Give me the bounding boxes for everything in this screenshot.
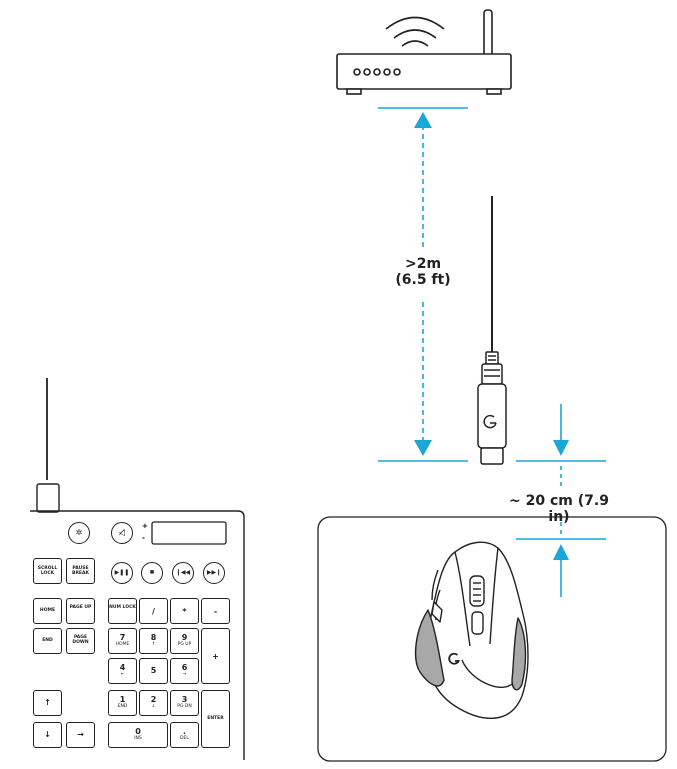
numpad-6-key: 6→ <box>170 658 199 684</box>
mute-icon: ◁̸ <box>111 522 133 544</box>
numpad-dot-label: . <box>182 727 187 736</box>
numpad-asterisk-label: * <box>182 607 187 616</box>
numpad-7-sub: HOME <box>115 642 130 647</box>
numpad-3-label: 3 <box>181 695 188 704</box>
num-lock-label: NUM LOCK <box>109 605 136 610</box>
next-track-key: ▶▶❙ <box>203 562 225 584</box>
home-key: HOME <box>33 598 62 624</box>
arrow-up-key: ↑ <box>33 690 62 716</box>
router-icon <box>336 9 512 95</box>
page-up-key: PAGE UP <box>66 598 95 624</box>
mouse-box <box>317 516 667 762</box>
arrow-down-icon <box>414 440 432 456</box>
wifi-icon <box>393 29 437 39</box>
arrow-right-label: → <box>77 730 84 739</box>
arrow-right-key: → <box>66 722 95 748</box>
end-label: END <box>42 638 53 643</box>
end-key: END <box>33 628 62 654</box>
numpad-4-sub: ← <box>120 672 125 677</box>
numpad-7-label: 7 <box>119 633 126 642</box>
num-lock-key: NUM LOCK <box>108 598 137 624</box>
numpad-enter-key: ENTER <box>201 690 230 748</box>
stop-key: ■ <box>141 562 163 584</box>
home-label: HOME <box>39 608 56 613</box>
distance-value-imperial: (6.5 ft) <box>395 272 451 288</box>
volume-down-icon: - <box>142 534 145 542</box>
numpad-plus-label: + <box>212 652 219 661</box>
mouse-icon <box>414 541 529 719</box>
distance-label: >2m (6.5 ft) <box>393 256 453 288</box>
numpad-8-key: 8↑ <box>139 628 168 654</box>
pause-break-label: PAUSE BREAK <box>72 566 89 576</box>
numpad-dot-sub: DEL <box>180 736 189 741</box>
distance-indicator <box>378 107 468 462</box>
arrow-up-label: ↑ <box>44 698 51 707</box>
play-pause-key: ▶❚❚ <box>111 562 133 584</box>
scroll-lock-key: SCROLL LOCK <box>33 558 62 584</box>
numpad-1-sub: END <box>117 704 128 709</box>
numpad-8-label: 8 <box>150 633 157 642</box>
numpad-0-label: 0 <box>135 727 141 736</box>
usb-receiver-icon <box>477 196 507 465</box>
numpad-plus-key: + <box>201 628 230 684</box>
numpad-0-sub: INS <box>134 736 142 741</box>
numpad-1-label: 1 <box>119 695 126 704</box>
numpad-2-key: 2↓ <box>139 690 168 716</box>
numpad-5-label: 5 <box>150 666 157 675</box>
numpad-slash-label: / <box>152 607 155 616</box>
page-down-label: PAGE DOWN <box>72 635 89 645</box>
brightness-icon: ✲ <box>68 522 90 544</box>
numpad-9-sub: PG UP <box>177 642 192 647</box>
logitech-g-logo <box>483 414 497 429</box>
receiver-distance-label: ~ 20 cm (7.9 in) <box>509 493 609 525</box>
arrow-up-icon <box>414 112 432 128</box>
numpad-3-sub: PG DN <box>177 704 192 709</box>
page-down-key: PAGE DOWN <box>66 628 95 654</box>
numpad-4-key: 4← <box>108 658 137 684</box>
keyboard-icon <box>30 378 245 760</box>
receiver-distance-indicator <box>516 404 606 597</box>
numpad-dot-key: .DEL <box>170 722 199 748</box>
distance-value: >2m <box>404 256 442 272</box>
numpad-minus-label: - <box>213 607 218 616</box>
numpad-enter-label: ENTER <box>207 716 224 721</box>
numpad-8-sub: ↑ <box>151 642 156 647</box>
numpad-minus-key: - <box>201 598 230 624</box>
numpad-9-label: 9 <box>181 633 188 642</box>
numpad-2-label: 2 <box>150 695 157 704</box>
scroll-lock-label: SCROLL LOCK <box>37 566 58 576</box>
numpad-6-sub: → <box>182 672 187 677</box>
numpad-6-label: 6 <box>181 663 188 672</box>
numpad-4-label: 4 <box>119 663 126 672</box>
page-up-label: PAGE UP <box>69 605 92 610</box>
volume-up-icon: + <box>142 522 148 530</box>
pause-break-key: PAUSE BREAK <box>66 558 95 584</box>
numpad-2-sub: ↓ <box>151 704 156 709</box>
arrow-down-label: ↓ <box>44 730 51 739</box>
numpad-slash-key: / <box>139 598 168 624</box>
numpad-asterisk-key: * <box>170 598 199 624</box>
arrow-down-key: ↓ <box>33 722 62 748</box>
previous-track-key: ❙◀◀ <box>172 562 194 584</box>
numpad-5-key: 5 <box>139 658 168 684</box>
